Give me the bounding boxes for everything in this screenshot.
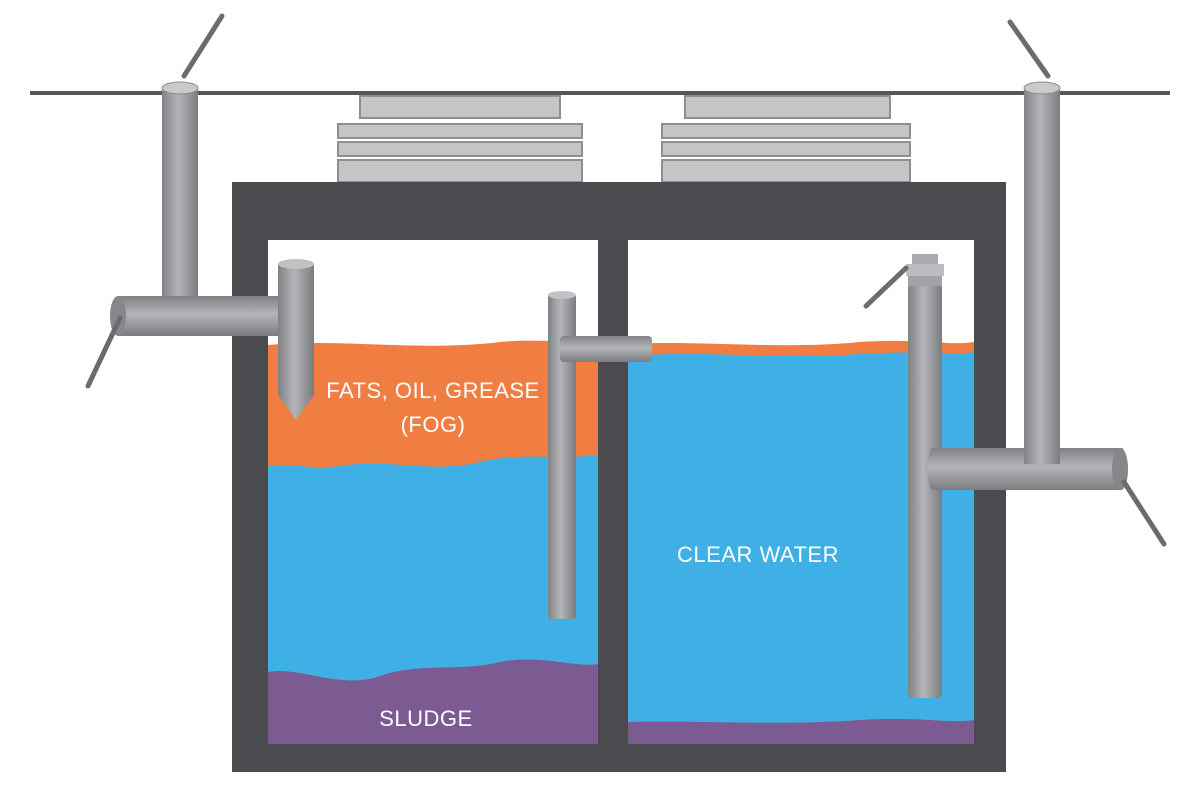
transfer-pipe-horizontal	[560, 336, 652, 362]
inlet-vent-pipe	[162, 86, 198, 316]
access-lid-left	[337, 95, 583, 183]
outlet-riser-pipe	[908, 270, 942, 698]
transfer-pipe-top	[548, 291, 576, 299]
sludge-label: SLUDGE	[379, 706, 472, 731]
inlet-drop-tee	[278, 264, 314, 420]
callout-leaders	[85, 13, 1167, 547]
fog-layer	[268, 340, 598, 468]
outlet-sample-cap	[906, 254, 944, 286]
right-water	[628, 348, 974, 744]
tank-wall-right	[974, 240, 1006, 772]
inlet-tee-top	[278, 259, 314, 269]
outlet-vent-cap	[1023, 81, 1061, 95]
inlet-pipe	[112, 296, 290, 336]
access-lid-right	[661, 95, 911, 183]
outlet-vent-pipe	[1024, 86, 1060, 464]
sludge-layer-right	[628, 718, 974, 744]
fog-label-line1: FATS, OIL, GREASE	[326, 378, 539, 403]
clear-water-label: CLEAR WATER	[677, 542, 839, 567]
inlet-vent-cap	[161, 81, 199, 95]
transfer-pipe-vertical	[548, 294, 576, 619]
left-chamber-air	[268, 240, 598, 350]
thin-fog-right	[628, 340, 974, 356]
tank-lid	[232, 182, 1006, 240]
tank-baffle	[598, 240, 628, 750]
fog-label-line2: (FOG)	[401, 412, 466, 437]
sludge-layer-left	[268, 659, 598, 744]
outlet-pipe	[927, 448, 1128, 490]
